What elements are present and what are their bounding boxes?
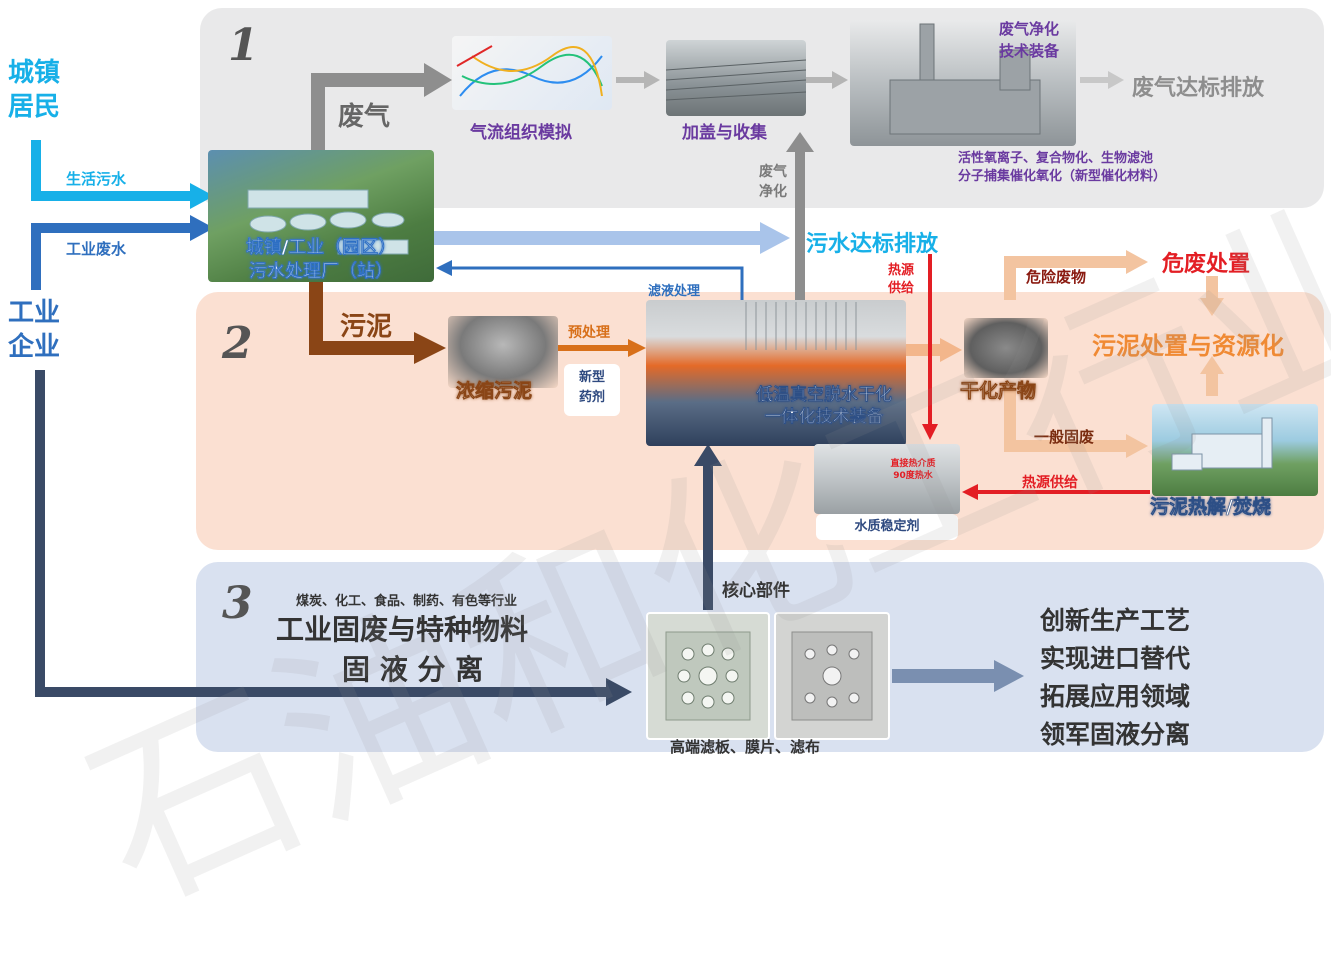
slogan-item: 实现进口替代 [1040, 644, 1191, 673]
water-tank-photo [814, 444, 960, 514]
thickened-sludge-photo [448, 316, 558, 388]
hazardous-waste-label: 危险废物 [1026, 268, 1087, 286]
filter-plate-photo-1 [646, 612, 770, 740]
pretreat-label: 预处理 [568, 325, 610, 341]
dried-product-photo [964, 318, 1048, 378]
hazard-disposal-label: 危废处置 [1162, 252, 1251, 277]
waste-gas-label: 废气 [338, 102, 391, 132]
dryer-label: 低温真空脱水干化 一体化技术装备 [756, 385, 892, 427]
gas-tech-note: 活性氧离子、复合物化、生物滤池 分子捕集催化氧化（新型催化材料） [958, 151, 1167, 184]
treatment-plant-photo [208, 150, 434, 282]
dryer-equipment-photo [646, 300, 906, 446]
stabilizer-tag: 水质稳定剂 [816, 514, 958, 540]
thickened-sludge-label: 浓缩污泥 [456, 380, 533, 403]
plant-label: 城镇/工业（园区） 污水处理厂（站） [245, 237, 397, 282]
sludge-label: 污泥 [340, 312, 393, 342]
residents-label: 城镇 居民 [8, 58, 61, 122]
slogan-item: 创新生产工艺 [1040, 606, 1191, 635]
gas-equipment-photo [850, 20, 1076, 146]
resource-label: 污泥处置与资源化 [1092, 332, 1284, 360]
industries-label: 煤炭、化工、食品、制药、有色等行业 [296, 594, 518, 609]
slogan-list: 创新生产工艺 实现进口替代 拓展应用领域 领军固液分离 [1040, 602, 1190, 754]
band-number-3: 3 [222, 578, 253, 629]
filter-plate-photo-2 [774, 612, 890, 740]
industrial-wastewater-label: 工业废水 [66, 240, 127, 258]
cover-collect-label: 加盖与收集 [682, 123, 767, 143]
pyrolysis-label: 污泥热解/焚烧 [1150, 496, 1272, 519]
heat-supply-horizontal-label: 热源供给 [1022, 475, 1078, 491]
tank-text: 直接热介质 90度热水 [890, 459, 936, 481]
pyrolysis-plant-photo [1152, 404, 1318, 496]
airflow-sim-label: 气流组织模拟 [470, 123, 572, 143]
new-reagent-tag: 新型 药剂 [564, 364, 620, 416]
cover-photo [666, 40, 806, 116]
general-solid-waste-label: 一般固废 [1034, 428, 1095, 446]
domestic-sewage-label: 生活污水 [66, 170, 127, 188]
airflow-sim-image [452, 36, 612, 110]
dried-product-label: 干化产物 [960, 380, 1037, 403]
slogan-item: 拓展应用领域 [1040, 682, 1191, 711]
gas-purify-short-label: 废气 净化 [759, 164, 787, 200]
slogan-item: 领军固液分离 [1040, 720, 1191, 749]
flow-arrows [31, 63, 1224, 706]
industrial-title: 工业固废与特种物料 [276, 613, 529, 646]
filtrate-label: 滤液处理 [648, 284, 701, 299]
gas-discharge-label: 废气达标排放 [1132, 76, 1265, 101]
industrial-subtitle: 固 液 分 离 [342, 653, 484, 686]
band-number-1: 1 [228, 20, 259, 71]
gas-purify-equipment-label: 废气净化 技术装备 [998, 20, 1059, 60]
sewage-discharge-label: 污水达标排放 [806, 232, 939, 257]
enterprise-label: 工业 企业 [8, 298, 61, 362]
heat-supply-vertical-label: 热源 供给 [888, 263, 915, 296]
band-number-2: 2 [222, 318, 253, 369]
core-parts-label: 核心部件 [722, 581, 790, 601]
plates-label: 高端滤板、膜片、滤布 [670, 738, 821, 756]
